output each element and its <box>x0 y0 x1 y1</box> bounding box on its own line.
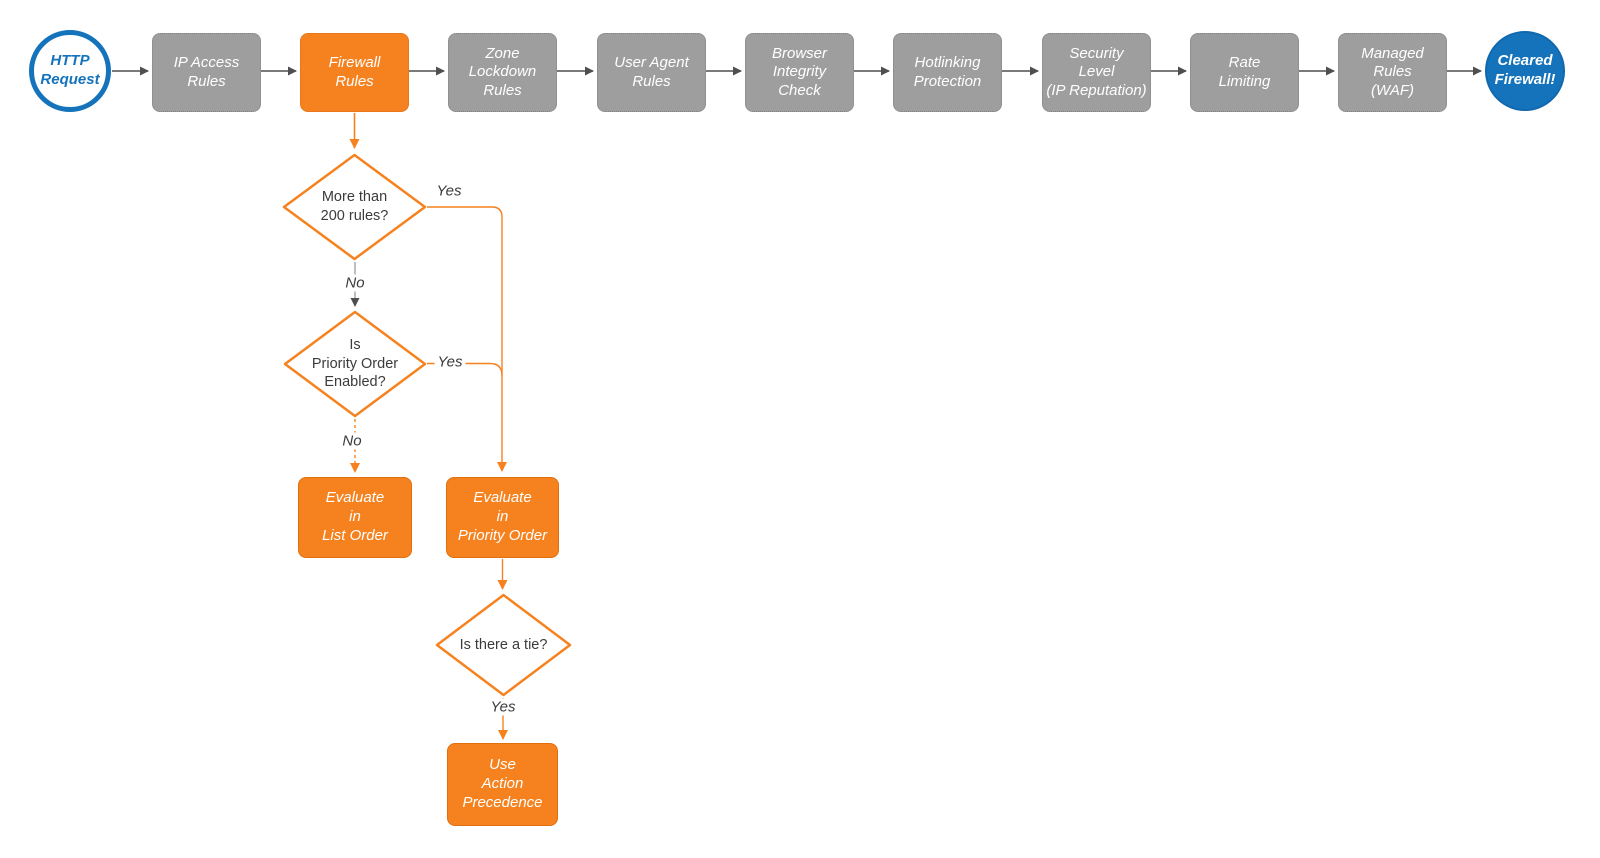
edge-decision1-yes-to-priority-order <box>427 206 507 472</box>
process-label: Managed Rules (WAF) <box>1361 45 1424 99</box>
action-label: Evaluate in List Order <box>322 489 388 544</box>
process-managed-rules-waf: Managed Rules (WAF) <box>1338 33 1447 112</box>
process-security-level: Security Level (IP Reputation) <box>1042 33 1151 112</box>
decision-label: Is there a tie? <box>459 636 548 653</box>
decision-label: Is Priority Order Enabled? <box>311 337 399 391</box>
edge-decision2-yes-to-priority-order <box>427 362 503 376</box>
process-ip-access-rules: IP Access Rules <box>152 33 261 112</box>
process-firewall-rules: Firewall Rules <box>300 33 409 112</box>
action-label: Evaluate in Priority Order <box>457 489 548 544</box>
process-zone-lockdown-rules: Zone Lockdown Rules <box>448 33 557 112</box>
edge-label-decision3-yes: Yes <box>487 698 519 716</box>
decision-priority-order-enabled: Is Priority Order Enabled? <box>283 310 427 418</box>
start-node-label: HTTP Request <box>40 52 100 88</box>
process-label: Hotlinking Protection <box>913 54 982 90</box>
process-label: Rate Limiting <box>1218 54 1271 90</box>
process-rate-limiting: Rate Limiting <box>1190 33 1299 112</box>
process-label: Browser Integrity Check <box>771 45 827 99</box>
action-evaluate-in-list-order: Evaluate in List Order <box>298 477 412 558</box>
process-label: IP Access Rules <box>173 54 240 90</box>
diamond-shape <box>282 153 427 261</box>
process-hotlinking-protection: Hotlinking Protection <box>893 33 1002 112</box>
edge-label-decision2-yes: Yes <box>434 353 466 371</box>
edge-label-decision1-yes: Yes <box>433 182 465 200</box>
edge-label-decision1-no: No <box>342 274 368 292</box>
process-label: User Agent Rules <box>614 54 689 90</box>
end-node-cleared-firewall: Cleared Firewall! <box>1485 31 1565 111</box>
diamond-shape <box>283 310 427 418</box>
process-browser-integrity-check: Browser Integrity Check <box>745 33 854 112</box>
decision-more-than-200-rules: More than 200 rules? <box>282 153 427 261</box>
process-label: Zone Lockdown Rules <box>468 45 537 99</box>
process-label: Security Level (IP Reputation) <box>1046 45 1147 99</box>
process-label: Firewall Rules <box>328 54 381 90</box>
decision-label: More than 200 rules? <box>320 189 389 224</box>
action-evaluate-in-priority-order: Evaluate in Priority Order <box>446 477 559 558</box>
edge-label-decision2-no: No <box>339 432 365 450</box>
process-user-agent-rules: User Agent Rules <box>597 33 706 112</box>
diamond-shape <box>435 593 572 697</box>
decision-is-there-a-tie: Is there a tie? <box>435 593 572 697</box>
action-label: Use Action Precedence <box>462 756 543 811</box>
action-use-action-precedence: Use Action Precedence <box>447 743 558 826</box>
end-node-label: Cleared Firewall! <box>1494 52 1556 88</box>
start-node-http-request: HTTP Request <box>29 30 111 112</box>
